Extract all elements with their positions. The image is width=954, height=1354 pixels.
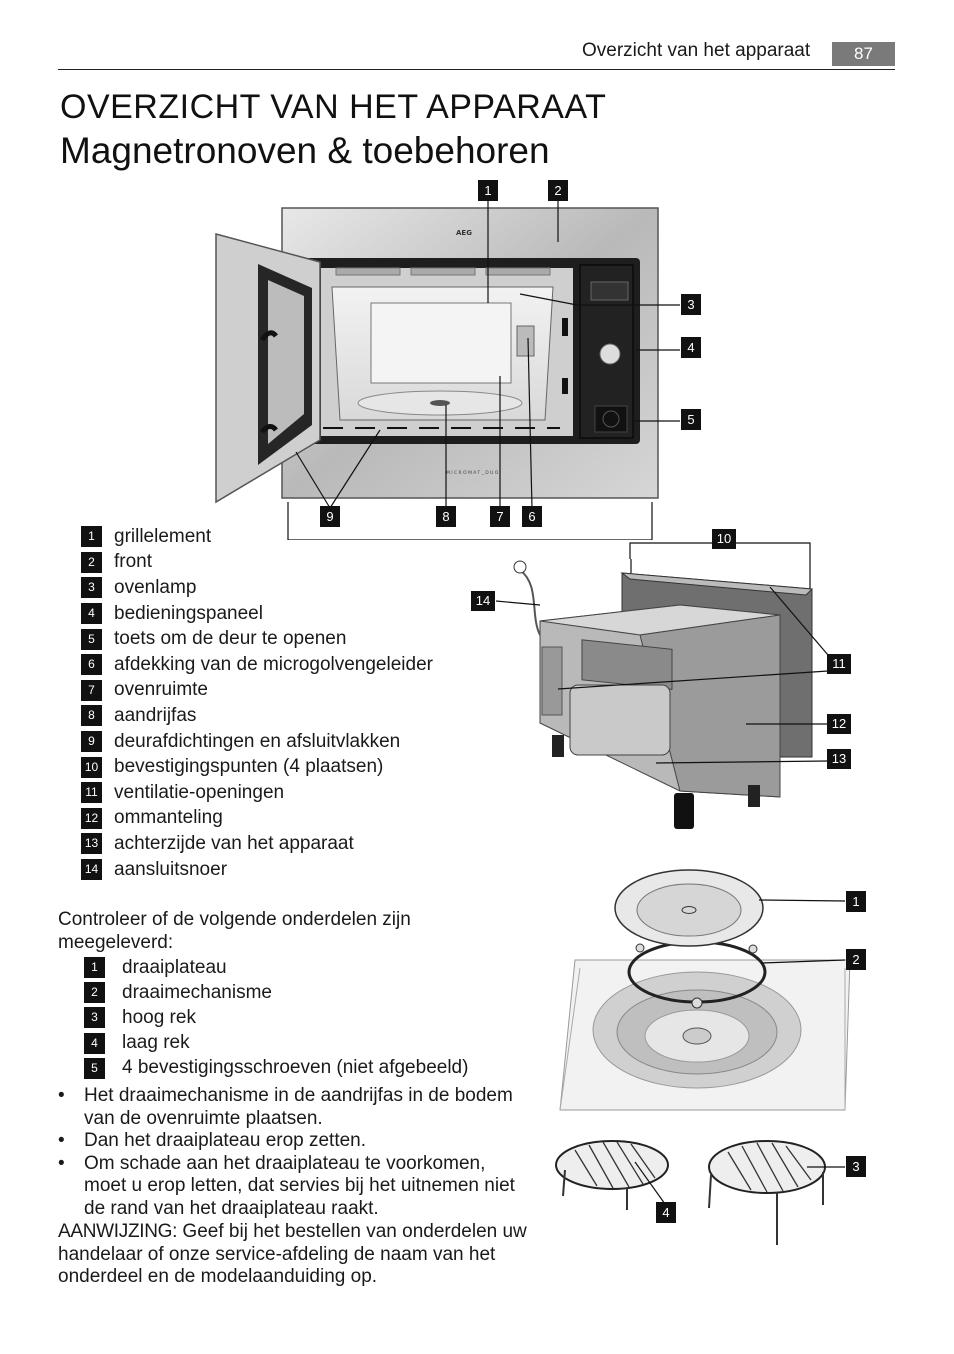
svg-text:3: 3 bbox=[852, 1159, 859, 1174]
page-number: 87 bbox=[832, 42, 895, 66]
instruction-bullets: •Het draaimechanisme in de aandrijfas in… bbox=[58, 1085, 518, 1220]
callout-2: 2 bbox=[846, 949, 866, 970]
control-dial bbox=[599, 343, 621, 365]
vent-grille bbox=[541, 646, 563, 716]
svg-text:8: 8 bbox=[442, 509, 449, 524]
callout-1: 1 bbox=[478, 180, 498, 201]
callout-10: 10 bbox=[712, 529, 736, 549]
callout-6: 6 bbox=[522, 506, 542, 527]
brand-logo: AEG bbox=[456, 229, 472, 237]
list-item: •Het draaimechanisme in de aandrijfas in… bbox=[58, 1085, 513, 1129]
callout-3: 3 bbox=[846, 1156, 866, 1177]
callout-5: 5 bbox=[681, 409, 701, 430]
list-item: •Om schade aan het draaiplateau te voork… bbox=[58, 1152, 515, 1219]
supplied-intro-line-1: Controleer of de volgende onderdelen zij… bbox=[58, 909, 411, 930]
callout-4: 4 bbox=[656, 1202, 676, 1223]
svg-text:2: 2 bbox=[554, 183, 561, 198]
accessories-figure: 1 2 3 4 bbox=[555, 869, 866, 1245]
svg-text:9: 9 bbox=[326, 509, 333, 524]
svg-text:6: 6 bbox=[528, 509, 535, 524]
svg-text:10: 10 bbox=[717, 531, 731, 546]
svg-text:2: 2 bbox=[852, 952, 859, 967]
svg-text:4: 4 bbox=[662, 1205, 669, 1220]
callout-11: 11 bbox=[827, 654, 851, 674]
note-paragraph: AANWIJZING: Geef bij het bestellen van o… bbox=[58, 1221, 528, 1289]
microwave-front-figure: AEG MICROMAT_DUO 1 2 3 4 5 6 7 8 9 bbox=[215, 180, 701, 540]
callout-1: 1 bbox=[846, 891, 866, 912]
page-title: OVERZICHT VAN HET APPARAAT bbox=[60, 88, 607, 126]
microwave-back-figure: 10 14 11 12 13 bbox=[471, 529, 851, 829]
svg-text:7: 7 bbox=[496, 509, 503, 524]
note-label: AANWIJZING: bbox=[58, 1221, 178, 1242]
callout-9: 9 bbox=[320, 506, 340, 527]
svg-text:5: 5 bbox=[687, 412, 694, 427]
svg-text:14: 14 bbox=[476, 593, 490, 608]
svg-text:13: 13 bbox=[832, 751, 846, 766]
callout-4: 4 bbox=[681, 337, 701, 358]
svg-text:4: 4 bbox=[687, 340, 694, 355]
running-header: Overzicht van het apparaat bbox=[582, 40, 811, 61]
svg-text:1: 1 bbox=[484, 183, 491, 198]
waveguide-cover bbox=[516, 325, 535, 357]
callout-8: 8 bbox=[436, 506, 456, 527]
callout-14: 14 bbox=[471, 591, 495, 611]
header-rule bbox=[58, 69, 895, 70]
callout-3: 3 bbox=[681, 294, 701, 315]
callout-13: 13 bbox=[827, 749, 851, 769]
list-item: •Dan het draaiplateau erop zetten. bbox=[58, 1130, 367, 1151]
note-text: Geef bij het bestellen van onderdelen uw… bbox=[58, 1221, 527, 1287]
cavity-back-wall bbox=[370, 302, 512, 384]
svg-text:12: 12 bbox=[832, 716, 846, 731]
supplied-intro-line-2: meegeleverd: bbox=[58, 932, 174, 953]
svg-text:11: 11 bbox=[832, 656, 846, 671]
model-label: MICROMAT_DUO bbox=[446, 470, 500, 476]
svg-text:1: 1 bbox=[852, 894, 859, 909]
callout-2: 2 bbox=[548, 180, 568, 201]
callout-12: 12 bbox=[827, 714, 851, 734]
svg-text:3: 3 bbox=[687, 297, 694, 312]
low-rack bbox=[555, 1140, 669, 1190]
page-subtitle: Magnetronoven & toebehoren bbox=[60, 130, 550, 171]
callout-7: 7 bbox=[490, 506, 510, 527]
